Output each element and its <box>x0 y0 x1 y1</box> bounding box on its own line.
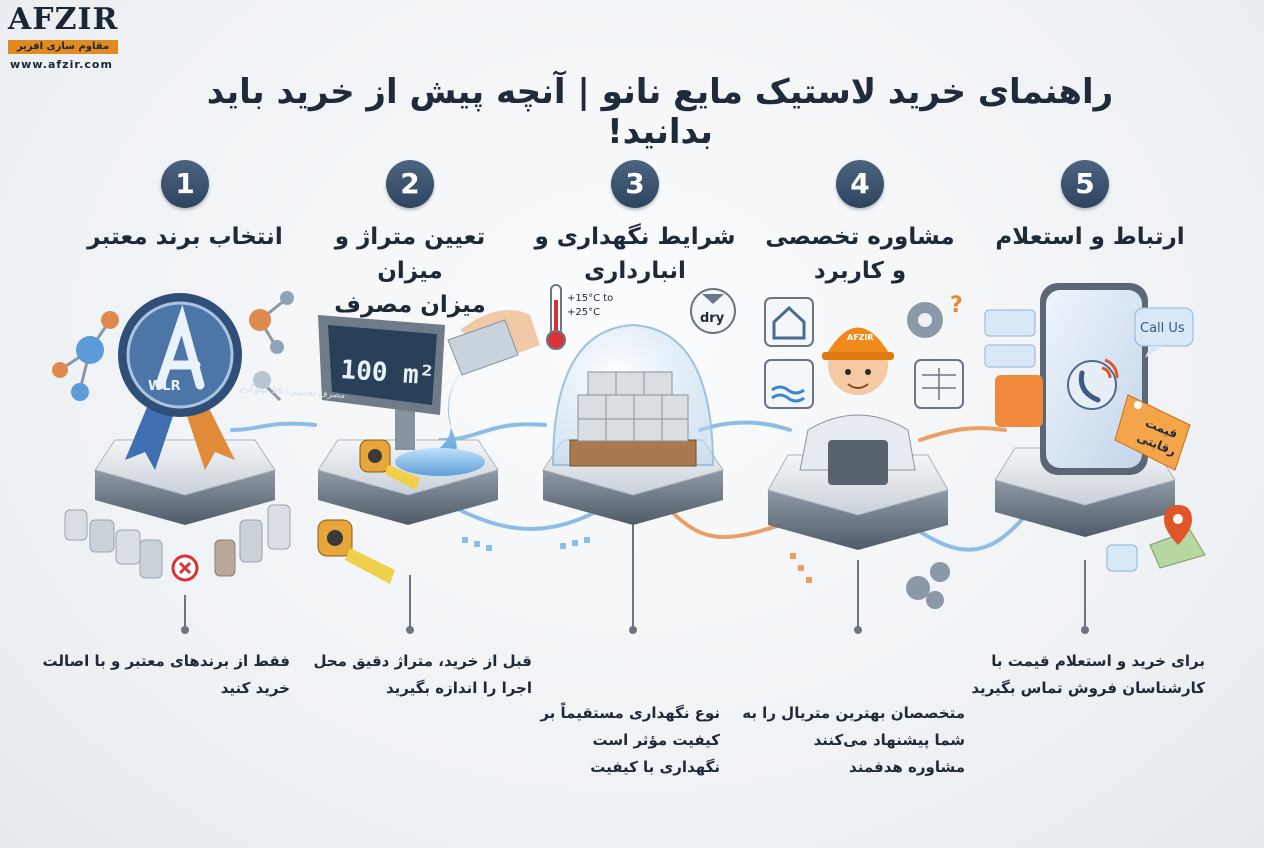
step-1-title: انتخاب برند معتبر <box>87 224 283 250</box>
brand-name: AFZIR <box>8 2 119 37</box>
reject-icon <box>171 554 199 582</box>
chat-bubble-icon <box>1134 307 1194 358</box>
pad-1 <box>94 439 276 525</box>
contact-card-icon <box>984 309 1043 427</box>
helmet-label: AFZIR <box>847 333 874 342</box>
house-icon <box>764 297 814 347</box>
brand-tagline: مقاوم سازی افزیر <box>16 41 110 52</box>
pool-icon <box>764 359 814 409</box>
step-5-title: ارتباط و استعلام <box>995 224 1185 250</box>
price-tag-icon <box>1114 394 1191 471</box>
step-1-number: 1 <box>161 160 209 208</box>
engineer-icon <box>799 327 916 485</box>
badge-label: WLR <box>148 379 181 394</box>
dry-icon <box>690 288 736 334</box>
page-title: راهنمای خرید لاستیک مایع نانو | آنچه پیش… <box>206 72 1114 152</box>
location-pin-icon <box>1106 505 1206 572</box>
step-3-number: 3 <box>611 160 659 208</box>
quality-badge-icon <box>118 293 242 417</box>
wall-icon <box>914 359 964 409</box>
ribbon-tails <box>125 400 235 470</box>
paint-pour-icon <box>395 310 540 476</box>
step-2-number: 2 <box>386 160 434 208</box>
desc-stems <box>181 500 1089 634</box>
monitor-icon <box>318 315 445 450</box>
dot-trail-4 <box>790 553 812 583</box>
monitor-value: 100 m² <box>340 355 436 391</box>
temp-line-1: +15°C to <box>567 293 613 304</box>
brand-bar <box>8 40 118 54</box>
call-us-label: Call Us <box>1140 321 1185 336</box>
question-icon: ? <box>950 293 963 318</box>
dot-trail-2 <box>462 537 590 551</box>
gear-icon <box>906 302 950 609</box>
dry-label: dry <box>700 311 725 326</box>
brand-logo: AFZIR مقاوم سازی افزیر www.afzir.com <box>0 0 122 76</box>
brand-url: www.afzir.com <box>10 58 113 71</box>
step-5-number: 5 <box>1061 160 1109 208</box>
temp-line-2: +25°C <box>567 307 600 318</box>
thermometer-icon <box>546 284 566 350</box>
jars-icon <box>64 504 291 579</box>
tape-measure-icon <box>317 439 420 584</box>
storage-dome-icon <box>551 323 715 467</box>
molecule-atoms <box>52 291 294 401</box>
step-4-number: 4 <box>836 160 884 208</box>
